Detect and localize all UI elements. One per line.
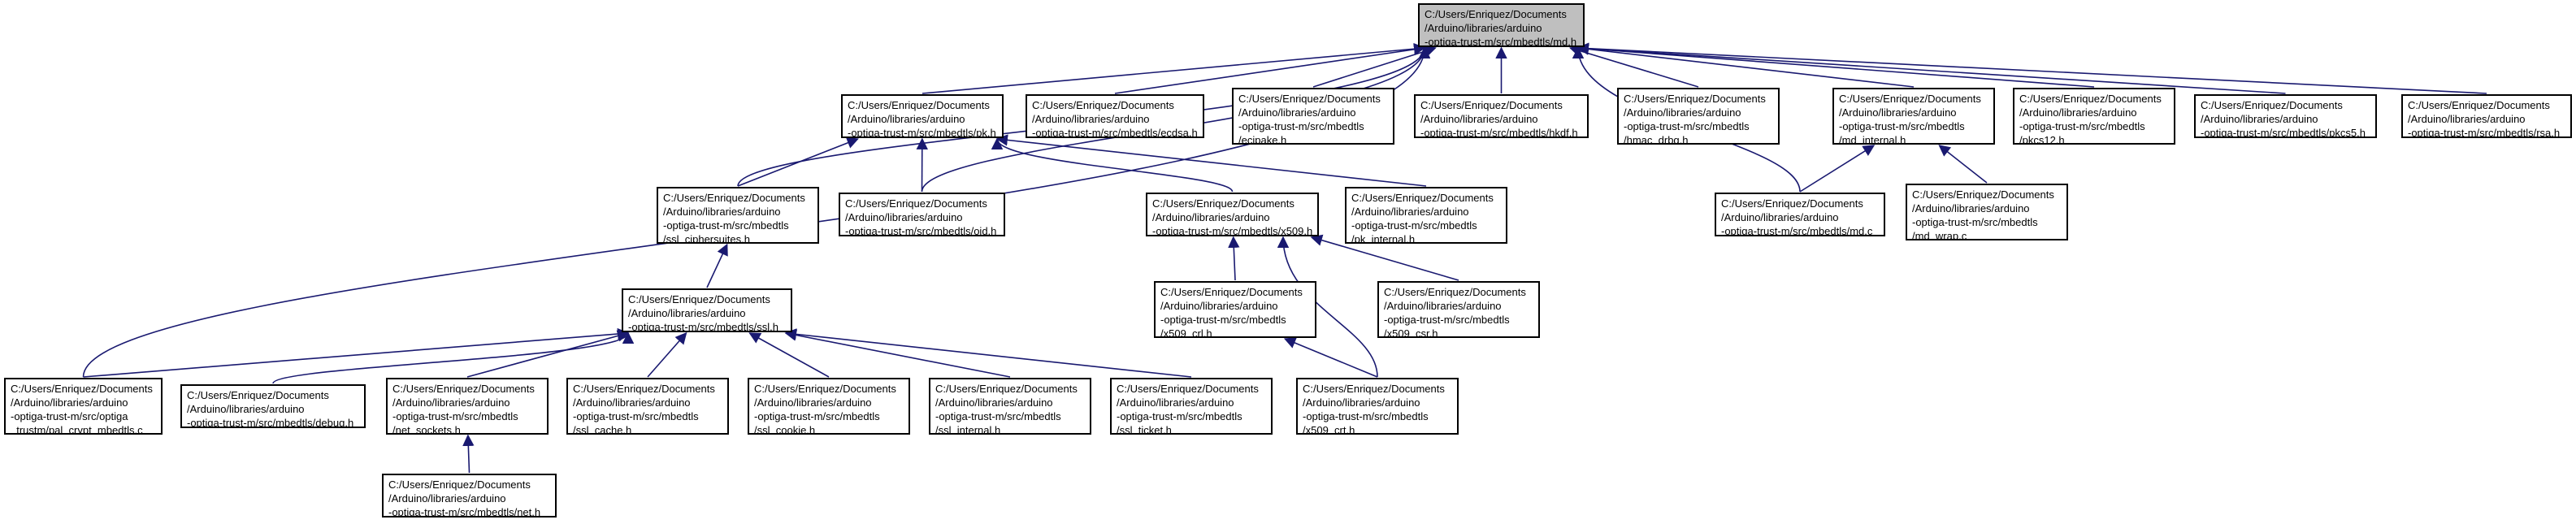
edge-net-sockets-h-to-ssl-h [466, 330, 630, 378]
node-pk-internal-h[interactable]: C:/Users/Enriquez/Documents /Arduino/lib… [1345, 187, 1507, 244]
node-debug-h[interactable]: C:/Users/Enriquez/Documents /Arduino/lib… [180, 384, 366, 428]
edge-ssl-internal-h-to-ssl-h [784, 329, 1011, 378]
node-ssl-cookie-h[interactable]: C:/Users/Enriquez/Documents /Arduino/lib… [748, 378, 910, 435]
node-pkcs5-h[interactable]: C:/Users/Enriquez/Documents /Arduino/lib… [2194, 94, 2377, 138]
edge-md-c-to-md-internal-h [1799, 145, 1876, 193]
node-md-c[interactable]: C:/Users/Enriquez/Documents /Arduino/lib… [1715, 193, 1885, 236]
node-ssl-h[interactable]: C:/Users/Enriquez/Documents /Arduino/lib… [622, 288, 792, 332]
node-ecjpake-h[interactable]: C:/Users/Enriquez/Documents /Arduino/lib… [1232, 88, 1394, 145]
edge-ssl-ticket-h-to-ssl-h [784, 328, 1192, 378]
edge-ssl-h-to-ssl-ciphersuites-h [706, 243, 728, 288]
node-ssl-internal-h[interactable]: C:/Users/Enriquez/Documents /Arduino/lib… [929, 378, 1091, 435]
node-pk-h[interactable]: C:/Users/Enriquez/Documents /Arduino/lib… [841, 94, 1004, 138]
edge-net-h-to-net-sockets-h [462, 434, 475, 474]
edge-ssl-cache-h-to-ssl-h [647, 331, 687, 378]
edge-ecjpake-h-to-md-h [1312, 45, 1437, 88]
node-md-internal-h[interactable]: C:/Users/Enriquez/Documents /Arduino/lib… [1832, 88, 1995, 145]
edge-pk-h-to-md-h [922, 42, 1426, 94]
edge-pkcs12-h-to-md-h [1576, 42, 2095, 88]
node-pkcs12-h[interactable]: C:/Users/Enriquez/Documents /Arduino/lib… [2013, 88, 2175, 145]
edge-x509-h-to-pk-h [991, 137, 1234, 193]
edge-ecdsa-h-to-md-h [1114, 43, 1426, 94]
edge-x509-csr-h-to-x509-h [1310, 234, 1459, 281]
node-ssl-ciphersuites-h[interactable]: C:/Users/Enriquez/Documents /Arduino/lib… [657, 187, 819, 244]
edge-x509-crt-h-to-x509-crl-h [1283, 337, 1378, 378]
node-net-sockets-h[interactable]: C:/Users/Enriquez/Documents /Arduino/lib… [386, 378, 549, 435]
edge-ssl-ciphersuites-h-to-pk-h [737, 137, 859, 187]
node-x509-csr-h[interactable]: C:/Users/Enriquez/Documents /Arduino/lib… [1377, 281, 1540, 338]
edge-x509-crt-h-to-x509-h [1277, 236, 1378, 378]
node-x509-crl-h[interactable]: C:/Users/Enriquez/Documents /Arduino/lib… [1154, 281, 1316, 338]
node-x509-crt-h[interactable]: C:/Users/Enriquez/Documents /Arduino/lib… [1296, 378, 1459, 435]
edge-rsa-h-to-md-h [1576, 42, 2487, 94]
node-pal-crypt-mbedtls-c[interactable]: C:/Users/Enriquez/Documents /Arduino/lib… [4, 378, 163, 435]
edge-md-wrap-c-to-md-internal-h [1938, 145, 1988, 184]
node-hmac-drbg-h[interactable]: C:/Users/Enriquez/Documents /Arduino/lib… [1617, 88, 1780, 145]
node-x509-h[interactable]: C:/Users/Enriquez/Documents /Arduino/lib… [1146, 193, 1319, 236]
node-rsa-h[interactable]: C:/Users/Enriquez/Documents /Arduino/lib… [2401, 94, 2572, 138]
node-ssl-cache-h[interactable]: C:/Users/Enriquez/Documents /Arduino/lib… [566, 378, 729, 435]
node-ecdsa-h[interactable]: C:/Users/Enriquez/Documents /Arduino/lib… [1026, 94, 1204, 138]
node-md-wrap-c[interactable]: C:/Users/Enriquez/Documents /Arduino/lib… [1906, 184, 2068, 240]
node-oid-h[interactable]: C:/Users/Enriquez/Documents /Arduino/lib… [839, 193, 1005, 236]
edge-pkcs5-h-to-md-h [1576, 42, 2286, 94]
node-hkdf-h[interactable]: C:/Users/Enriquez/Documents /Arduino/lib… [1414, 94, 1589, 138]
node-md-h[interactable]: C:/Users/Enriquez/Documents /Arduino/lib… [1418, 3, 1585, 47]
edge-hmac-drbg-h-to-md-h [1569, 45, 1699, 88]
edge-ssl-cookie-h-to-ssl-h [748, 332, 830, 378]
edge-debug-h-to-ssl-h [272, 331, 635, 384]
edge-x509-crl-h-to-x509-h [1228, 236, 1240, 281]
edge-md-internal-h-to-md-h [1576, 43, 1915, 88]
edge-pk-internal-h-to-pk-h [995, 134, 1427, 187]
node-ssl-ticket-h[interactable]: C:/Users/Enriquez/Documents /Arduino/lib… [1110, 378, 1273, 435]
edge-pal-crypt-mbedtls-c-to-ssl-h [83, 327, 630, 378]
node-net-h[interactable]: C:/Users/Enriquez/Documents /Arduino/lib… [382, 474, 557, 518]
